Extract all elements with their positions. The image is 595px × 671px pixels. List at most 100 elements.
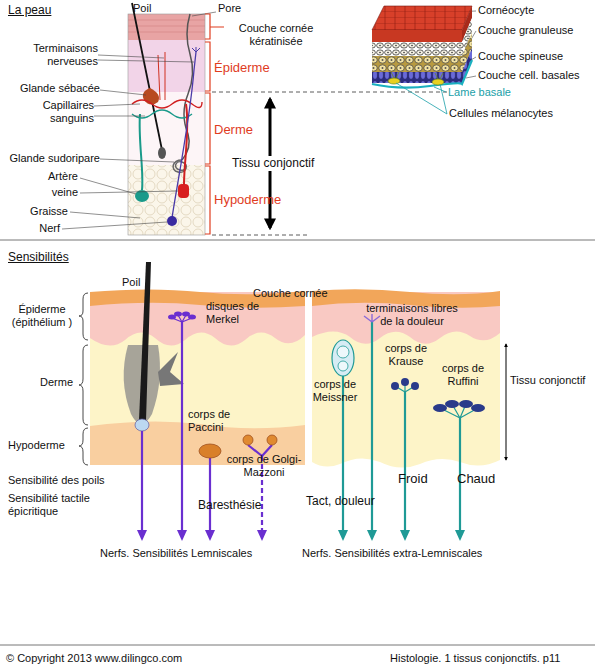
text-label: Derme: [40, 376, 73, 389]
skin-section-part: [140, 114, 143, 190]
skin-section-part: [128, 40, 205, 92]
layer-brackets-part: [205, 42, 210, 91]
lemniscal-nerves-part: [181, 322, 183, 530]
lemniscal-receptors-part: [188, 315, 196, 320]
teal-leaders-part: [434, 87, 446, 92]
text-label: Nerf: [0, 222, 60, 235]
text-label: Froid: [398, 471, 428, 487]
text-label: © Copyright 2013 www.dilingco.com: [6, 652, 182, 665]
leader-lines-part: [100, 159, 174, 162]
text-label: Terminaisons nerveuses: [20, 42, 98, 69]
hair-part: [135, 419, 149, 431]
epidermis-block-part: [372, 72, 462, 83]
lemniscal-receptors-part: [205, 530, 215, 541]
text-label: corps de Meissner: [306, 378, 364, 405]
layer-brackets-part: [205, 14, 224, 39]
text-label: Hypoderme: [214, 192, 281, 208]
skin-section-part: [128, 20, 205, 32]
layer-brackets-part: [205, 93, 210, 164]
skin-section-part: [192, 47, 200, 52]
leader-lines-part: [192, 12, 216, 16]
text-label: Nerfs. Sensibilités extra-Lemniscales: [302, 547, 482, 560]
lemniscal-receptors-part: [199, 444, 221, 458]
text-label: Cornéocyte: [478, 4, 534, 17]
skin-section-part: [158, 147, 166, 159]
text-label: La peau: [8, 3, 51, 18]
text-label: Sensibilités: [8, 250, 69, 265]
skin-layers-left-part: [90, 292, 305, 428]
epidermis-block-part: [372, 30, 462, 42]
text-label: Capillaires sanguins: [22, 99, 94, 126]
skin-section-part: [167, 216, 177, 226]
epidermis-block-part: [372, 6, 472, 30]
skin-section-part: [132, 110, 192, 118]
epidermis-block-part: [372, 60, 472, 88]
leader-lines-part: [70, 212, 140, 218]
layer-braces-part: [79, 345, 88, 425]
lemniscal-receptors-part: [243, 435, 253, 445]
lemniscal-receptors: [137, 312, 277, 542]
extra-lemniscal-receptors-part: [433, 404, 447, 412]
text-label: Couche granuleuse: [478, 24, 573, 37]
text-label: Artère: [0, 170, 78, 183]
skin-section-part: [172, 52, 196, 218]
text-label: Histologie. 1 tissus conjonctifs. p11: [390, 652, 560, 665]
skin-section-part: [158, 52, 165, 100]
layer-braces-part: [79, 428, 88, 465]
extra-lemniscal-receptors-part: [338, 530, 348, 541]
text-label: Couche spineuse: [478, 50, 563, 63]
text-label: Glande sudoripare: [0, 152, 100, 165]
extra-lemniscal-receptors-part: [337, 346, 349, 358]
skin-section-part: [128, 165, 205, 235]
leader-lines-part: [80, 178, 136, 194]
extra-lemniscal-receptors-part: [367, 530, 377, 541]
leader-lines-part: [100, 90, 146, 95]
lemniscal-receptors-part: [137, 530, 147, 541]
epidermis-block-part: [391, 72, 443, 79]
teal-leaders: [396, 83, 447, 114]
lemniscal-nerves: [142, 315, 272, 530]
text-label: Cellules mélanocytes: [449, 107, 553, 120]
text-label: Chaud: [457, 471, 495, 487]
lemniscal-receptors-part: [174, 312, 182, 317]
text-label: Épiderme (épithélium ): [4, 303, 80, 330]
hair-part: [158, 352, 184, 386]
text-label: terminaisons libres de la douleur: [360, 302, 464, 329]
teal-leaders-part: [396, 83, 447, 114]
text-label: corps de Paccini: [188, 408, 244, 435]
leader-lines-part: [98, 55, 194, 62]
text-label: Sensibilité tactile épicritique: [8, 492, 112, 519]
extra-lemniscal-receptors-part: [364, 314, 380, 322]
text-label: Pore: [218, 2, 241, 15]
extra-lemniscal-receptors-part: [455, 530, 465, 541]
skin-section-part: [178, 184, 189, 198]
lemniscal-nerves-part: [141, 431, 143, 530]
text-label: Glande sébacée: [0, 82, 100, 95]
extra-lemniscal-receptors-part: [400, 530, 410, 541]
text-label: Tissu conjonctif: [510, 374, 585, 387]
text-label: Lame basale: [448, 86, 511, 99]
text-label: veine: [0, 186, 78, 199]
extra-lemniscal-receptors-part: [471, 404, 485, 412]
text-label: Poil: [133, 2, 151, 15]
text-label: Couche cornée: [253, 287, 328, 300]
text-label: Graisse: [0, 205, 68, 218]
extra-lemniscal-receptors-part: [391, 382, 399, 390]
extra-lemniscal-receptors-part: [401, 378, 409, 386]
text-label: Épiderme: [214, 60, 270, 76]
lemniscal-receptors-part: [177, 530, 187, 541]
text-label: Couche cornée kératinisée: [226, 22, 326, 49]
text-label: corps de Ruffini: [434, 362, 492, 389]
text-label: Nerfs. Sensibilités Lemniscales: [100, 547, 252, 560]
extra-lemniscal-receptors-part: [338, 361, 348, 371]
separator: [0, 240, 595, 241]
layer-brackets-part: [205, 166, 210, 234]
extra-lemniscal-receptors-part: [459, 400, 473, 408]
text-label: Baresthésie: [198, 498, 261, 513]
lemniscal-receptors-part: [257, 530, 267, 541]
extra-lemniscal-nerves-part: [404, 392, 406, 530]
extra-lemniscal-receptors-part: [332, 340, 354, 376]
epidermis-block-part: [432, 79, 444, 85]
tissue-arrow: [506, 344, 507, 460]
